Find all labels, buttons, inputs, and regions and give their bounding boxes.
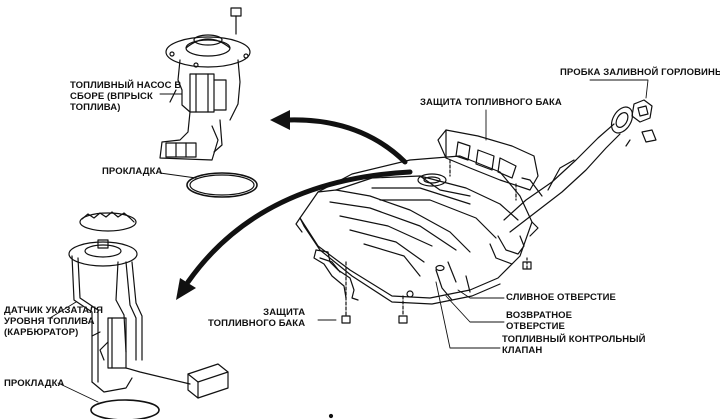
tank-guard-top-label: ЗАЩИТА ТОПЛИВНОГО БАКА [420, 97, 562, 108]
drain-hole-label: СЛИВНОЕ ОТВЕРСТИЕ [506, 292, 616, 303]
tank-guard-bottom-label: ЗАЩИТА ТОПЛИВНОГО БАКА [208, 307, 306, 329]
gasket-top-label: ПРОКЛАДКА [102, 166, 163, 177]
filler-cap-label: ПРОБКА ЗАЛИВНОЙ ГОРЛОВИНЫ [560, 67, 720, 78]
fuel-tank [295, 155, 539, 305]
gasket-ring-bottom [90, 399, 160, 419]
arrow-to-pump [285, 117, 408, 165]
filler-neck [489, 106, 634, 270]
scan-dot [328, 413, 334, 419]
level-sender-label: ДАТЧИК УКАЗАТАЛЯ УРОВНЯ ТОПЛИВА (КАРБЮРА… [4, 305, 104, 338]
tank-guard-bottom [313, 249, 359, 301]
gasket-ring-top [186, 172, 258, 198]
arrow-to-sender [185, 169, 413, 285]
return-hole-label: ВОЗВРАТНОЕ ОТВЕРСТИЕ [506, 310, 573, 332]
leader-lines [49, 79, 649, 403]
filler-cap [625, 99, 657, 147]
level-sender-assembly [68, 211, 229, 399]
fuel-pump-label: ТОПЛИВНЫЙ НАСОС В СБОРЕ (ВПРЫСК ТОПЛИВА) [70, 80, 182, 113]
gasket-bottom-label: ПРОКЛАДКА [4, 378, 65, 389]
tank-guard-top [437, 129, 539, 201]
control-valve-label: ТОПЛИВНЫЙ КОНТРОЛЬНЫЙ КЛАПАН [502, 334, 646, 356]
bolts [341, 261, 414, 324]
fuel-pump-assembly [159, 7, 251, 161]
return-and-valve-fittings [435, 261, 471, 301]
